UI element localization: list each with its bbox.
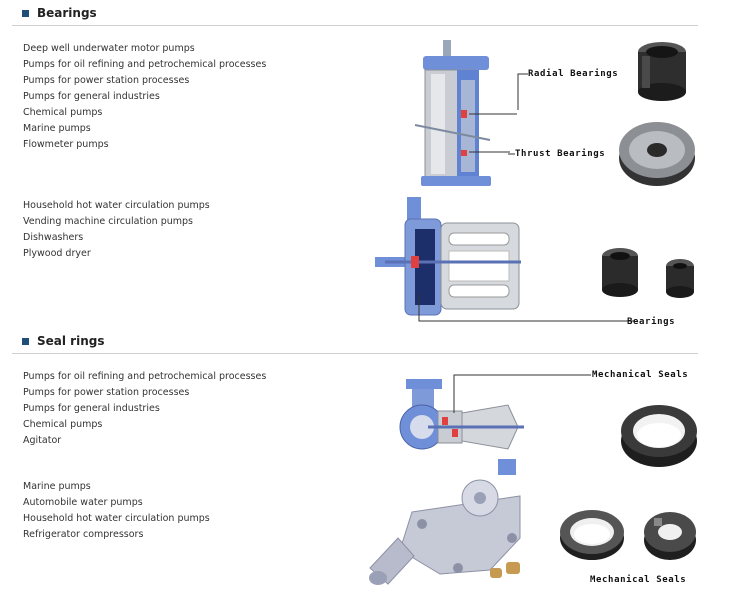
list-item: Pumps for general industries [23,403,160,414]
list-item: Pumps for oil refining and petrochemical… [23,59,267,70]
section-title: Seal rings [37,334,105,348]
list-item: Pumps for power station processes [23,75,190,86]
list-item: Vending machine circulation pumps [23,216,193,227]
list-item: Marine pumps [23,481,91,492]
section-heading-seal-rings: Seal rings [22,334,104,348]
callout-bearings: Bearings [627,317,676,327]
bearings-photo [602,248,694,298]
application-list-1: Deep well underwater motor pumps Pumps f… [23,41,266,153]
water-pump-illustration [369,479,521,585]
section-title: Bearings [37,6,97,20]
mechanical-seal-photo [621,405,697,467]
application-list-4: Marine pumps Automobile water pumps Hous… [23,479,210,543]
mechanical-seals-photo [560,510,696,560]
application-list-3: Pumps for oil refining and petrochemical… [23,369,266,449]
radial-bearing-photo [638,42,686,101]
submersible-pump-illustration [414,40,517,186]
callout-radial-bearings: Radial Bearings [528,69,619,79]
list-item: Marine pumps [23,123,91,134]
list-item: Pumps for general industries [23,91,160,102]
list-item: Agitator [23,435,62,446]
list-item: Household hot water circulation pumps [23,513,210,524]
list-item: Plywood dryer [23,248,91,259]
list-item: Automobile water pumps [23,497,143,508]
divider [12,353,698,354]
bullet-square-icon [22,337,29,345]
list-item: Household hot water circulation pumps [23,200,210,211]
divider [12,25,698,26]
section-heading-bearings: Bearings [22,6,97,20]
list-item: Dishwashers [23,232,84,243]
list-item: Refrigerator compressors [23,529,144,540]
callout-mechanical-seals: Mechanical Seals [592,370,689,380]
callout-thrust-bearings: Thrust Bearings [515,149,606,159]
list-item: Chemical pumps [23,419,103,430]
list-item: Deep well underwater motor pumps [23,43,195,54]
callout-mechanical-seals: Mechanical Seals [590,575,687,585]
circulation-pump-illustration [375,197,635,322]
application-list-2: Household hot water circulation pumps Ve… [23,198,210,262]
list-item: Chemical pumps [23,107,103,118]
list-item: Pumps for oil refining and petrochemical… [23,371,267,382]
process-pump-illustration [399,374,591,475]
list-item: Flowmeter pumps [23,139,109,150]
bullet-square-icon [22,9,29,17]
thrust-bearing-photo [619,122,695,186]
callout-leader-lines [508,73,528,155]
list-item: Pumps for power station processes [23,387,190,398]
